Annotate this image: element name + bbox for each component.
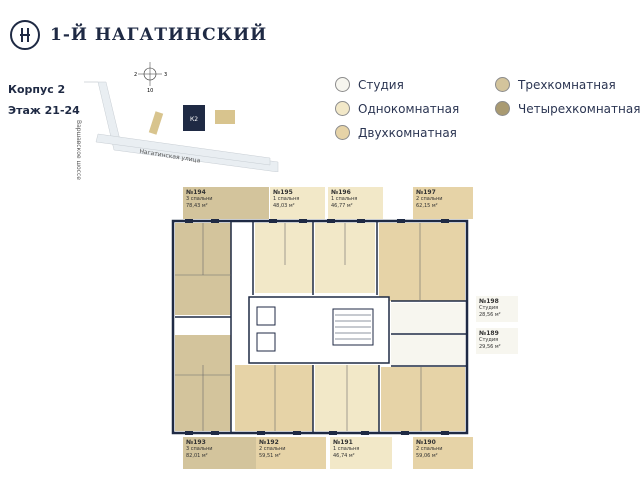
building-k2 <box>183 105 205 131</box>
neighbor-building-2 <box>215 110 235 124</box>
legend-two-room: Двухкомнатная <box>335 125 457 140</box>
plan-apt-192 <box>235 365 313 431</box>
building-label: Корпус 2 <box>8 83 66 96</box>
floor-plan <box>171 219 469 435</box>
legend-one-room: Однокомнатная <box>335 101 459 116</box>
legend-studio: Студия <box>335 77 404 92</box>
svg-text:2: 2 <box>134 72 137 78</box>
plan-stairs <box>332 308 374 346</box>
svg-text:10: 10 <box>147 88 153 94</box>
road-varshavskoe <box>84 81 279 172</box>
plan-apt-190 <box>381 367 465 431</box>
street-varshavskoe: Варшавское шоссе <box>75 120 82 180</box>
legend-swatch <box>495 77 510 92</box>
legend-swatch <box>495 101 510 116</box>
brand-logo: 1-Й НАГАТИНСКИЙ <box>10 20 267 50</box>
road-nagatinskaya <box>95 133 271 166</box>
plan-core <box>248 296 390 364</box>
floor-label: Этаж 21-24 <box>8 104 80 117</box>
neighbor-building-1 <box>148 111 164 135</box>
building-k2-label: К2 <box>190 116 198 123</box>
plan-elevator-1 <box>256 306 276 326</box>
compass-icon: 2 3 10 <box>134 62 167 94</box>
plan-apt-189 <box>391 335 465 365</box>
plan-apt-197 <box>379 223 465 301</box>
legend-swatch <box>335 125 350 140</box>
legend-four-room: Четырехкомнатная <box>495 101 640 116</box>
site-map: К2 2 3 10 <box>84 62 279 172</box>
brand-name: 1-Й НАГАТИНСКИЙ <box>50 25 268 45</box>
legend-three-room: Трехкомнатная <box>495 77 616 92</box>
svg-text:3: 3 <box>164 72 167 78</box>
plan-elevator-2 <box>256 332 276 352</box>
hn-monogram-logo-icon <box>10 20 40 50</box>
plan-apt-198 <box>391 303 465 333</box>
legend-swatch <box>335 77 350 92</box>
legend-swatch <box>335 101 350 116</box>
plan-apt-195 <box>255 223 313 293</box>
